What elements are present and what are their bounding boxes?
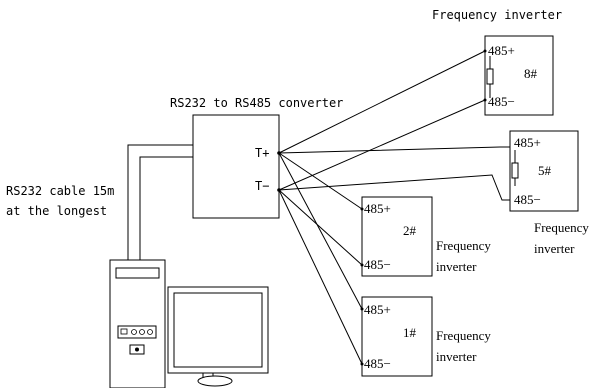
converter-box bbox=[192, 114, 280, 219]
inverter-1-pos: 485+ bbox=[364, 302, 391, 317]
inverter-5: 485+ 5# 485− Frequency inverter bbox=[509, 130, 589, 256]
inverter-1-neg: 485− bbox=[364, 356, 391, 371]
inverter-1-caption-2: inverter bbox=[436, 349, 477, 364]
converter-tminus-label: T− bbox=[255, 179, 269, 193]
monitor bbox=[167, 286, 269, 387]
inverter-2-neg: 485− bbox=[364, 257, 391, 272]
computer-tower bbox=[109, 259, 166, 388]
inverter-2-pos: 485+ bbox=[364, 201, 391, 216]
inverter-8-title: Frequency inverter bbox=[432, 8, 562, 22]
cable-label-line1: RS232 cable 15m bbox=[6, 184, 114, 198]
converter-title: RS232 to RS485 converter bbox=[170, 96, 343, 110]
inverter-2-id: 2# bbox=[403, 223, 417, 238]
inverter-5-pos: 485+ bbox=[514, 135, 541, 150]
inverter-2-caption-2: inverter bbox=[436, 259, 477, 274]
inverter-5-caption-2: inverter bbox=[534, 241, 575, 256]
inverter-1: 485+ 1# 485− Frequency inverter bbox=[361, 296, 491, 377]
inverter-1-caption-1: Frequency bbox=[436, 328, 491, 343]
rs485-wiring bbox=[278, 50, 510, 365]
rs232-cable bbox=[127, 144, 193, 262]
inverter-2: 485+ 2# 485− Frequency inverter bbox=[361, 196, 491, 277]
cable-label-line2: at the longest bbox=[6, 204, 107, 218]
inverter-8-pos: 485+ bbox=[488, 43, 515, 58]
inverter-2-caption-1: Frequency bbox=[436, 238, 491, 253]
inverter-5-id: 5# bbox=[538, 163, 552, 178]
converter-tplus-label: T+ bbox=[255, 146, 269, 160]
inverter-1-id: 1# bbox=[403, 325, 417, 340]
inverter-5-caption-1: Frequency bbox=[534, 220, 589, 235]
inverter-8-id: 8# bbox=[524, 66, 538, 81]
inverter-5-neg: 485− bbox=[514, 192, 541, 207]
inverter-8-neg: 485− bbox=[488, 94, 515, 109]
terminal-dots bbox=[277, 49, 487, 366]
inverter-8: Frequency inverter 485+ 8# 485− bbox=[432, 8, 562, 116]
